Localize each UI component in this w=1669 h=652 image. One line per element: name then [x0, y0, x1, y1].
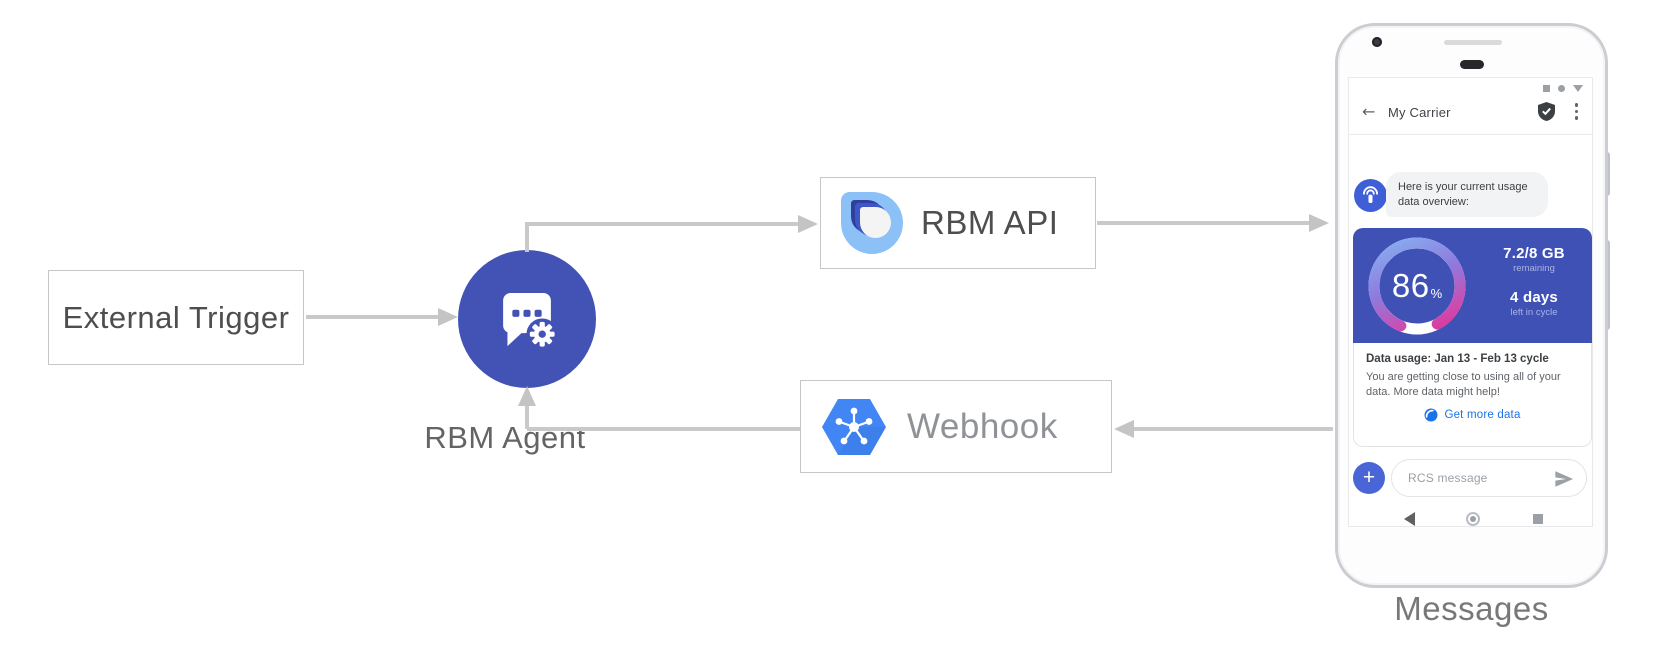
- globe-icon: [1424, 408, 1438, 422]
- arrow-webhook-to-agent-line: [527, 427, 800, 431]
- external-trigger-label: External Trigger: [62, 299, 290, 335]
- nav-recents-button[interactable]: [1533, 514, 1543, 524]
- back-arrow-icon[interactable]: ←: [1362, 102, 1376, 121]
- rbm-agent-node: [458, 250, 596, 388]
- conversation-title: My Carrier: [1388, 105, 1451, 120]
- external-trigger-box: External Trigger: [48, 270, 304, 365]
- arrow-agent-to-api-line: [525, 222, 798, 226]
- status-square-icon: [1543, 85, 1550, 92]
- arrow-phone-to-webhook-line: [1134, 427, 1333, 431]
- cloud-hexagon-icon: [822, 398, 886, 455]
- arrow-api-to-phone-head: [1309, 214, 1329, 232]
- status-bar: [1543, 85, 1583, 92]
- arrow-phone-to-webhook-head: [1114, 420, 1134, 438]
- webhook-label: Webhook: [907, 406, 1058, 446]
- arrow-api-to-phone-line: [1097, 221, 1309, 225]
- rbm-agent-label: RBM Agent: [424, 420, 586, 455]
- arrow-agent-to-api-vertical: [525, 224, 529, 252]
- remaining-value: 7.2/8 GB: [1503, 245, 1565, 262]
- earpiece: [1460, 60, 1484, 69]
- send-icon[interactable]: [1554, 469, 1574, 494]
- arrow-webhook-to-agent-head: [518, 386, 536, 406]
- usage-card-bottom: Data usage: Jan 13 - Feb 13 cycle You ar…: [1353, 343, 1592, 447]
- nav-back-button[interactable]: [1404, 512, 1415, 526]
- antenna-icon: [1363, 186, 1378, 203]
- phone-screen: ← My Carrier Here is your current usage …: [1348, 77, 1593, 527]
- usage-info-title: Data usage: Jan 13 - Feb 13 cycle: [1366, 353, 1549, 365]
- get-more-data-label: Get more data: [1444, 409, 1521, 421]
- agent-avatar: [1354, 179, 1387, 212]
- chat-gear-icon: [503, 292, 558, 350]
- header-divider: [1349, 134, 1592, 135]
- usage-card-top: 86% 7.2/8 GB remaining 4 days left in cy…: [1353, 228, 1592, 343]
- conversation-header: ← My Carrier: [1349, 98, 1592, 132]
- days-value: 4 days: [1510, 289, 1558, 306]
- add-attachment-button[interactable]: +: [1353, 462, 1385, 494]
- webhook-box: Webhook: [800, 380, 1112, 473]
- usage-percent: 86%: [1391, 267, 1443, 304]
- get-more-data-button[interactable]: Get more data: [1366, 408, 1579, 422]
- speaker-slit: [1444, 40, 1502, 45]
- overflow-menu-icon[interactable]: [1574, 103, 1578, 120]
- arrow-trigger-to-agent-head: [438, 308, 458, 326]
- arrow-agent-to-api-head: [798, 215, 818, 233]
- rcs-message-input[interactable]: [1408, 460, 1548, 495]
- usage-gauge: 86%: [1365, 234, 1469, 338]
- days-label: left in cycle: [1510, 307, 1558, 318]
- usage-stats: 7.2/8 GB remaining 4 days left in cycle: [1481, 228, 1587, 343]
- phone-caption: Messages: [1394, 590, 1549, 627]
- verified-shield-icon: [1538, 102, 1555, 126]
- agent-message-bubble: Here is your current usage data overview…: [1386, 172, 1548, 217]
- rbm-api-box: RBM API: [820, 177, 1096, 269]
- status-triangle-icon: [1573, 85, 1583, 92]
- arrow-webhook-to-agent-vertical: [525, 404, 529, 429]
- front-camera: [1372, 37, 1382, 47]
- arrow-trigger-to-agent-line: [306, 315, 438, 319]
- rbm-api-logo-icon: [841, 192, 903, 254]
- rbm-api-label: RBM API: [921, 204, 1059, 241]
- status-dot-icon: [1558, 85, 1565, 92]
- remaining-label: remaining: [1513, 263, 1555, 274]
- usage-info-body: You are getting close to using all of yo…: [1366, 371, 1561, 398]
- message-input-pill: [1391, 459, 1587, 497]
- nav-home-button[interactable]: [1466, 512, 1480, 526]
